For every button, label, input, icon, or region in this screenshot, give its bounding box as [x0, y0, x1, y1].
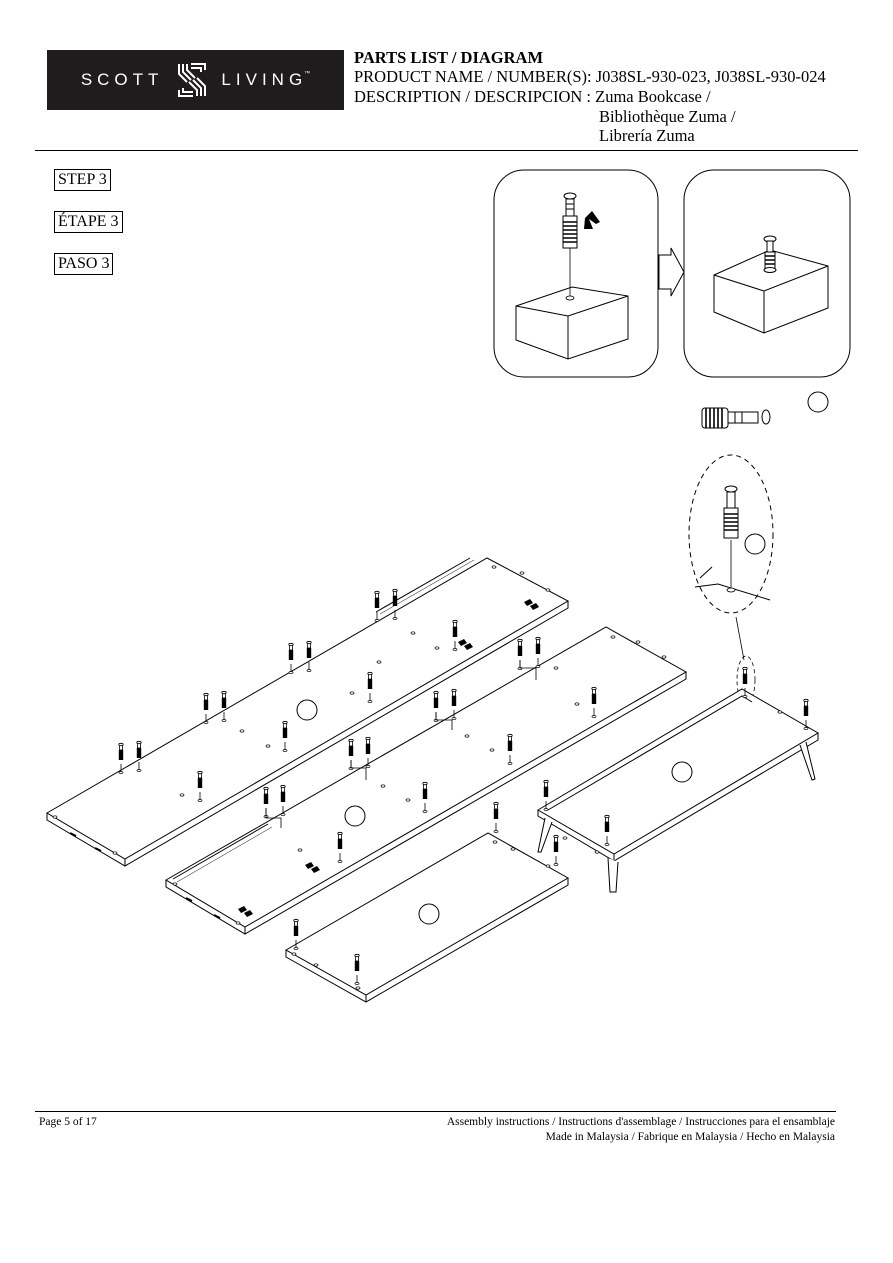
base-frame-with-legs	[537, 666, 819, 893]
brand-left-word: SCOTT	[80, 70, 164, 89]
scott-living-stripes-icon	[178, 63, 207, 97]
part-letter-circle	[744, 533, 766, 555]
step-label-es: PASO 3	[54, 253, 114, 275]
footer-instructions: Assembly instructions / Instructions d'a…	[446, 1116, 835, 1128]
rotate-arrow-icon	[584, 211, 600, 229]
page-number: Page 5 of 17	[39, 1116, 97, 1128]
brand-right-word: LIVING	[221, 70, 308, 89]
detail-insert-bolt-panel	[493, 169, 659, 378]
cam-bolt-part-icon	[701, 407, 771, 429]
cam-bolt-icon	[562, 192, 578, 249]
description-spanish: Librería Zuma	[599, 126, 695, 145]
part-letter-circle	[418, 903, 440, 925]
part-letter-circle	[671, 761, 693, 783]
product-line: PRODUCT NAME / NUMBER(S): J038SL-930-023…	[354, 67, 826, 86]
part-letter-circle	[344, 805, 366, 827]
magnified-detail	[688, 454, 774, 705]
page-title: PARTS LIST / DIAGRAM	[354, 48, 544, 67]
header-divider	[35, 150, 858, 151]
trademark-symbol: ™	[304, 71, 311, 77]
long-board-middle	[165, 626, 688, 935]
step-label-fr: ÉTAPE 3	[54, 211, 123, 233]
description-french: Bibliothèque Zuma /	[599, 107, 736, 126]
part-letter-circle	[296, 699, 318, 721]
short-board-bottom	[284, 801, 570, 1003]
detail-installed-bolt-panel	[683, 169, 851, 378]
brand-logo: SCOTT LIVING ™	[47, 50, 344, 110]
footer-made-in: Made in Malaysia / Fabrique en Malaysia …	[545, 1131, 835, 1143]
description-line: DESCRIPTION / DESCRIPCION : Zuma Bookcas…	[354, 87, 711, 106]
step-label-en: STEP 3	[54, 169, 111, 191]
next-step-arrow-icon	[658, 247, 685, 297]
part-letter-circle	[807, 391, 829, 413]
footer-divider	[35, 1111, 836, 1112]
long-board-top	[46, 557, 570, 867]
